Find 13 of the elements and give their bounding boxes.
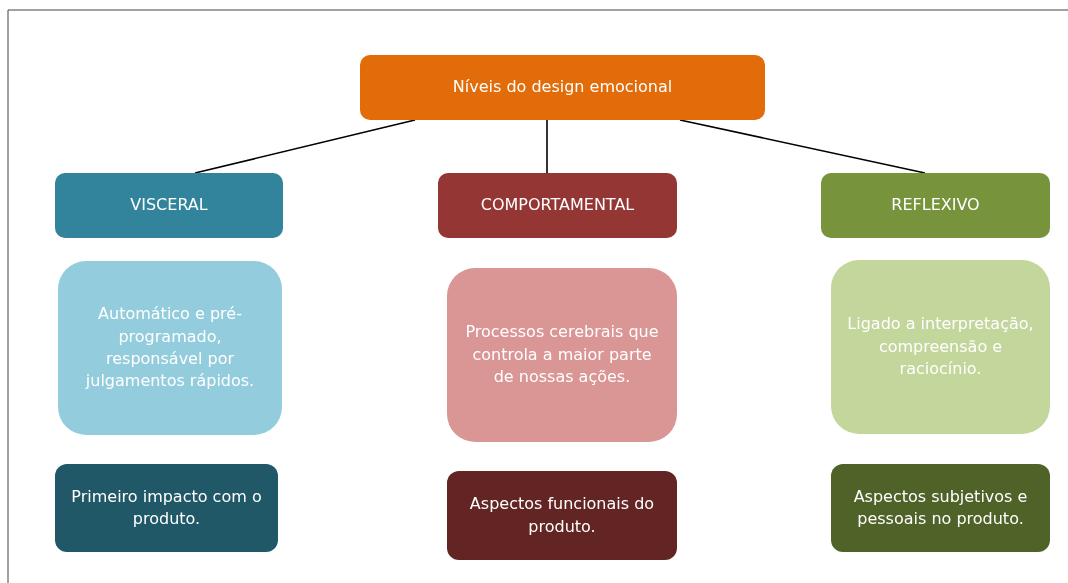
box: Níveis do design emocional	[360, 55, 765, 120]
box: Primeiro impacto com o produto.	[55, 464, 278, 552]
connector-line	[194, 119, 416, 174]
box: Aspectos subjetivos e pessoais no produto.	[831, 464, 1050, 552]
connector-line	[679, 119, 926, 174]
connector-line	[546, 119, 548, 174]
box: REFLEXIVO	[821, 173, 1050, 238]
box: Aspectos funcionais do produto.	[447, 471, 677, 560]
box: Automático e pré-programado, responsável por julgamentos rápidos.	[58, 261, 282, 435]
box: Ligado a interpretação, compreensão e raciocínio.	[831, 260, 1050, 434]
box: VISCERAL	[55, 173, 283, 238]
box: COMPORTAMENTAL	[438, 173, 677, 238]
box: Processos cerebrais que controla a maior parte de nossas ações.	[447, 268, 677, 442]
